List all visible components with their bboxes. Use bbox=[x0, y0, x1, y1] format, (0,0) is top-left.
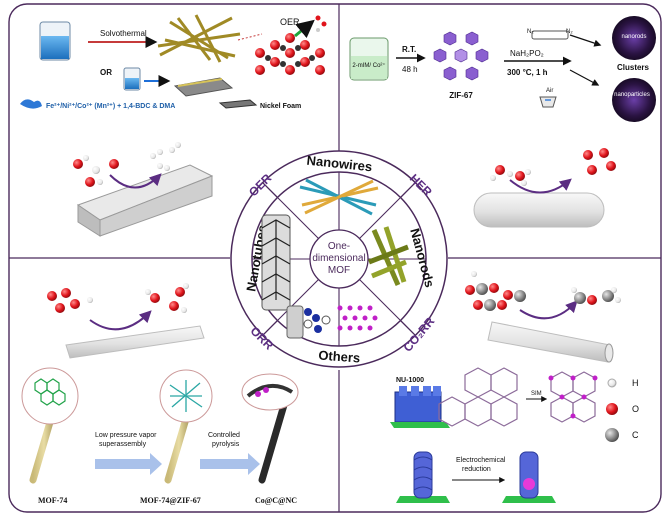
panel-orr-synthesis: MOF-74 Low pressure vapor superassembly … bbox=[21, 283, 299, 505]
label-clusters: Clusters bbox=[617, 63, 650, 72]
label-solvothermal: Solvothermal bbox=[100, 29, 147, 38]
nanotube-illustration bbox=[261, 214, 291, 311]
label-step2-line2: pyrolysis bbox=[212, 441, 240, 448]
label-nanorods-cluster: nanorods bbox=[621, 34, 646, 40]
legend-o-label: O bbox=[632, 404, 639, 414]
label-precursor: Fe²⁺/Ni²⁺/Co²⁺ (Mn²⁺) + 1,4-BDC & DMA bbox=[46, 103, 175, 110]
label-step2-line1: Controlled bbox=[208, 432, 240, 439]
label-oer-lattice: OER bbox=[280, 17, 300, 27]
label-sim: SIM bbox=[531, 391, 542, 397]
panel-oer-synthesis: Solvothermal OR OER bbox=[20, 14, 327, 237]
label-n2-right: N₂ bbox=[566, 29, 573, 35]
label-nanoparticles: nanoparticles bbox=[614, 92, 650, 98]
label-step1-line1: Low pressure vapor bbox=[95, 432, 157, 439]
label-nickel-foam: Nickel Foam bbox=[260, 103, 301, 110]
her-tube-illustration bbox=[473, 148, 616, 228]
label-48h: 48 h bbox=[402, 65, 418, 74]
label-zif67: ZIF-67 bbox=[449, 91, 473, 100]
label-condition: 300 °C, 1 h bbox=[507, 68, 548, 77]
electrochemical-illustration: Electrochemical reduction bbox=[396, 451, 556, 503]
others-illustration bbox=[286, 305, 378, 339]
label-air: Air bbox=[546, 88, 553, 94]
label-composite: MOF-74@ZIF-67 bbox=[140, 496, 201, 505]
center-label-line1: One- bbox=[328, 241, 350, 252]
nu1000-block bbox=[390, 386, 450, 428]
ring-label-others: Others bbox=[318, 348, 361, 366]
center-label-line2: dimensional bbox=[312, 253, 365, 264]
label-echem-line1: Electrochemical bbox=[456, 457, 506, 464]
legend-o-atom bbox=[606, 403, 618, 415]
legend-c-label: C bbox=[632, 430, 639, 440]
legend-h-label: H bbox=[632, 378, 639, 388]
legend-h-atom bbox=[607, 378, 617, 388]
label-n2-left: N₂ bbox=[527, 29, 534, 35]
center-wheel: One- dimensional MOF Nanowires Nanorods … bbox=[230, 150, 448, 368]
legend-c-atom bbox=[605, 428, 619, 442]
label-nu1000: NU-1000 bbox=[396, 377, 424, 384]
label-or: OR bbox=[100, 68, 112, 77]
honeycomb-product bbox=[550, 371, 596, 423]
label-reagent: NaH₂PO₂ bbox=[510, 49, 544, 58]
label-echem-line2: reduction bbox=[462, 466, 491, 473]
oer-lattice: OER bbox=[255, 15, 327, 75]
label-beaker-content: 2-mIM/ Co²⁺ bbox=[352, 62, 385, 69]
orr-tube-illustration bbox=[47, 283, 205, 359]
center-label-line3: MOF bbox=[328, 265, 350, 276]
oer-prism-illustration bbox=[73, 142, 214, 237]
center-circle bbox=[309, 229, 369, 289]
zif67-framework bbox=[433, 31, 489, 81]
label-mof74: MOF-74 bbox=[38, 496, 67, 505]
honeycomb-lattice bbox=[438, 367, 518, 427]
label-step1-line2: superassembly bbox=[99, 441, 147, 448]
nanorods-illustration bbox=[368, 226, 409, 286]
nanowires-illustration bbox=[299, 178, 379, 216]
panel-co2rr: NU-1000 SIM H O C bbox=[390, 271, 639, 503]
label-rt: R.T. bbox=[402, 45, 416, 54]
ring-label-nanowires: Nanowires bbox=[306, 153, 373, 175]
co2rr-tube-illustration bbox=[465, 271, 621, 363]
label-final: Co@C@NC bbox=[255, 496, 297, 505]
panel-her-synthesis: 2-mIM/ Co²⁺ R.T. 48 h ZIF-67 NaH₂PO₂ 300… bbox=[349, 16, 656, 228]
